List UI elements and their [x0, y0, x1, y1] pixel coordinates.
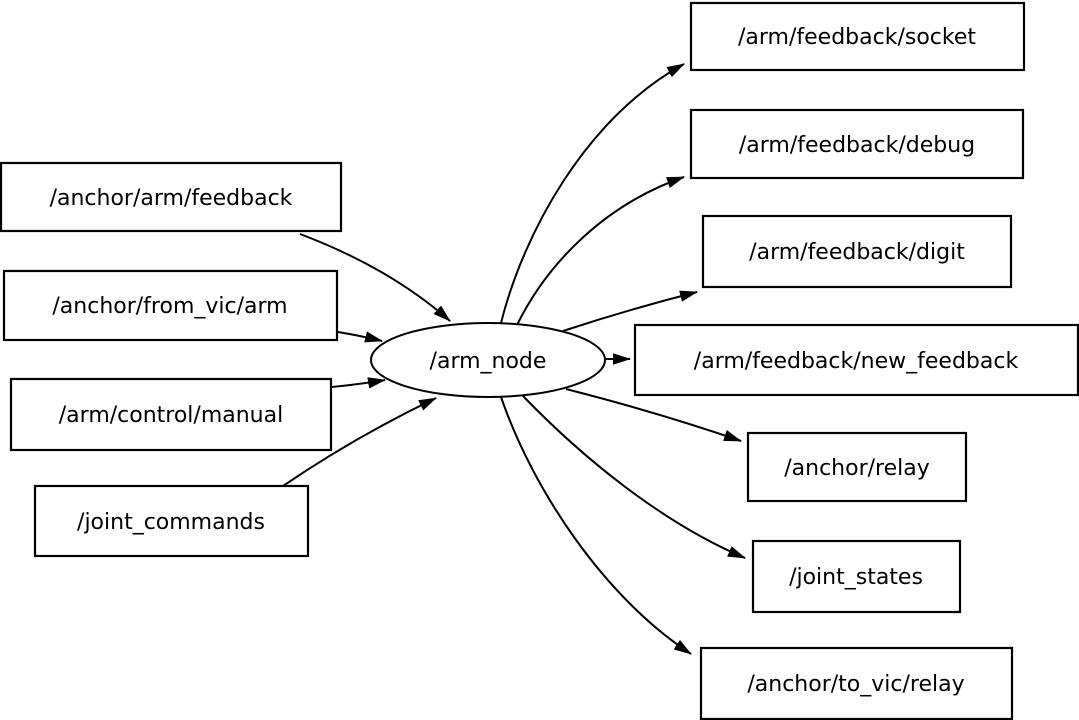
- topic-box: [33, 484, 310, 558]
- topic-node-arm-feedback-new-feedback[interactable]: /arm/feedback/new_feedback: [633, 323, 1079, 397]
- edge-arm-node-to-arm-feedback-debug: [516, 176, 685, 326]
- node-arm-node[interactable]: /arm_node: [370, 322, 606, 398]
- edge-arm-node-to-arm-feedback-socket: [500, 63, 685, 324]
- topic-box: [751, 539, 962, 614]
- topic-label: /arm/feedback/socket: [738, 25, 976, 50]
- topic-box: [9, 377, 333, 452]
- topic-node-arm-feedback-socket[interactable]: /arm/feedback/socket: [689, 1, 1026, 72]
- topic-label: /arm/feedback/debug: [739, 133, 975, 158]
- topic-node-anchor-from-vic-arm[interactable]: /anchor/from_vic/arm: [2, 269, 339, 342]
- topic-label: /arm/feedback/new_feedback: [694, 349, 1019, 374]
- topic-node-anchor-relay[interactable]: /anchor/relay: [746, 431, 968, 503]
- topic-box: [746, 431, 968, 503]
- topic-node-anchor-to-vic-relay[interactable]: /anchor/to_vic/relay: [699, 646, 1014, 720]
- node-ellipse: [370, 322, 606, 398]
- topic-node-arm-control-manual[interactable]: /arm/control/manual: [9, 377, 333, 452]
- topic-node-arm-feedback-debug[interactable]: /arm/feedback/debug: [689, 108, 1025, 180]
- edge-arm-node-to-joint-states: [522, 395, 746, 559]
- topic-label: /anchor/from_vic/arm: [52, 294, 287, 319]
- edge-arm-node-to-anchor-to-vic-relay: [500, 396, 692, 655]
- topic-box: [689, 108, 1025, 180]
- topic-label: /arm/control/manual: [59, 403, 283, 428]
- edge-arm-node-to-anchor-relay: [565, 388, 742, 442]
- topic-box: [633, 323, 1079, 397]
- topic-box: [2, 269, 339, 342]
- topic-box: [701, 214, 1013, 289]
- topic-label: /anchor/relay: [784, 456, 930, 481]
- topic-node-joint-states[interactable]: /joint_states: [751, 539, 962, 614]
- edge-joint-commands-to-arm-node: [282, 397, 437, 487]
- topic-node-joint-commands[interactable]: /joint_commands: [33, 484, 310, 558]
- edge-arm-control-manual-to-arm-node: [331, 377, 386, 389]
- topic-label: /joint_states: [789, 565, 923, 590]
- topic-box: [699, 646, 1014, 720]
- topic-label: /joint_commands: [77, 510, 265, 535]
- node-label: /arm_node: [430, 349, 547, 374]
- topic-box: [689, 1, 1026, 72]
- topic-label: /anchor/to_vic/relay: [747, 672, 964, 697]
- topic-node-arm-feedback-digit[interactable]: /arm/feedback/digit: [701, 214, 1013, 289]
- topic-node-anchor-arm-feedback[interactable]: /anchor/arm/feedback: [0, 161, 343, 233]
- topic-label: /arm/feedback/digit: [749, 240, 965, 265]
- topic-box: [0, 161, 343, 233]
- edge-anchor-arm-feedback-to-arm-node: [299, 233, 451, 322]
- edge-arm-node-to-arm-feedback-digit: [562, 290, 698, 332]
- topic-label: /anchor/arm/feedback: [50, 186, 293, 211]
- edge-anchor-from-vic-arm-to-arm-node: [337, 331, 383, 343]
